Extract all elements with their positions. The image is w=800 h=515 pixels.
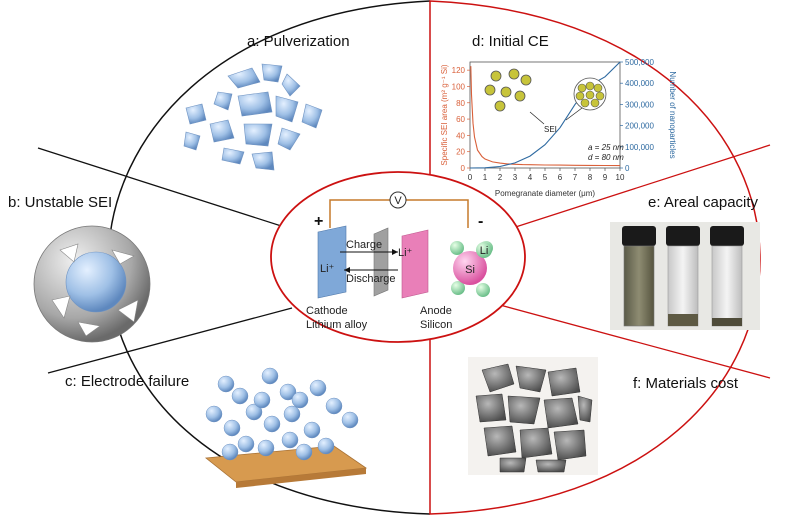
charge-label: Charge xyxy=(346,239,382,251)
panel-b-label: b: Unstable SEI xyxy=(8,194,112,211)
chart-y2-axis-label: Number of nanoparticles xyxy=(668,71,677,158)
si-atom-icon xyxy=(453,251,487,285)
plus-sign: + xyxy=(314,213,323,230)
chart-x-tick-label: 0 xyxy=(468,173,473,182)
chart-y-tick-label: 100 xyxy=(452,82,466,91)
minus-sign: - xyxy=(478,213,483,230)
chart-y-tick-label: 60 xyxy=(456,115,465,124)
materials-cost-photo xyxy=(468,357,598,475)
chart-y2-tick-label: 200,000 xyxy=(625,122,654,131)
chart-y-tick-label: 20 xyxy=(456,148,465,157)
divider-b-c xyxy=(47,307,293,374)
voltmeter-label: V xyxy=(394,195,402,207)
chart-x-tick-label: 1 xyxy=(483,173,488,182)
chart-x-tick-label: 9 xyxy=(603,173,608,182)
unstable-sei-particle-illustration xyxy=(33,225,151,343)
chart-y2-tick-label: 0 xyxy=(625,164,630,173)
chart-y-axis-label: Specific SEI area (m² g⁻¹ Si) xyxy=(440,64,449,165)
panel-a-label: a: Pulverization xyxy=(247,33,350,50)
chart-y2-tick-label: 300,000 xyxy=(625,100,654,109)
chart-annotation-d: d = 80 nm xyxy=(588,153,624,162)
chart-x-tick-label: 8 xyxy=(588,173,593,182)
battery-schematic: V + - Charge Discharge Li⁺ Li⁺ Cathode L… xyxy=(306,191,493,331)
chart-y2-tick-label: 100,000 xyxy=(625,143,654,152)
divider-d-e xyxy=(499,144,771,233)
chart-inset-particles xyxy=(484,68,607,125)
electrode-failure-illustration xyxy=(204,367,368,488)
chart-x-axis-label: Pomegranate diameter (μm) xyxy=(495,189,596,198)
li-label: Li xyxy=(480,245,489,257)
chart-y-tick-label: 120 xyxy=(452,66,466,75)
chart-y-tick-label: 40 xyxy=(456,131,465,140)
discharge-label: Discharge xyxy=(346,273,396,285)
anode-label: Anode xyxy=(420,305,452,317)
panel-f-label: f: Materials cost xyxy=(633,375,739,392)
divider-a-b xyxy=(37,147,301,233)
areal-capacity-photo xyxy=(610,222,760,330)
cathode-label: Cathode xyxy=(306,305,348,317)
li-atom-icon xyxy=(476,242,492,258)
li-ion-left: Li⁺ xyxy=(320,263,335,275)
chart-x-tick-label: 4 xyxy=(528,173,533,182)
panel-d-label: d: Initial CE xyxy=(472,33,549,50)
battery-ellipse xyxy=(270,171,526,343)
chart-y-tick-label: 0 xyxy=(461,164,466,173)
chart-x-tick-label: 6 xyxy=(558,173,563,182)
li-ion-right: Li⁺ xyxy=(398,247,413,259)
panel-c-label: c: Electrode failure xyxy=(65,373,189,390)
divider-e-f xyxy=(499,304,771,379)
chart-annotation-a: a = 25 nm xyxy=(588,143,624,152)
chart-y-tick-label: 80 xyxy=(456,99,465,108)
anode-sublabel: Silicon xyxy=(420,319,452,331)
panel-e-label: e: Areal capacity xyxy=(648,194,759,211)
chart-series-sei-area-line xyxy=(470,66,621,167)
chart-y2-tick-label: 500,000 xyxy=(625,58,654,67)
chart-x-tick-label: 10 xyxy=(616,173,625,182)
si-label: Si xyxy=(465,264,475,276)
chart-annotation-sei: SEI xyxy=(544,125,557,134)
chart-x-tick-label: 3 xyxy=(513,173,518,182)
pulverized-particle-illustration xyxy=(183,63,323,171)
chart-x-tick-label: 2 xyxy=(498,173,503,182)
voltmeter-icon xyxy=(389,191,407,209)
chart-x-tick-label: 5 xyxy=(543,173,548,182)
cathode-sublabel: Lithium alloy xyxy=(306,319,368,331)
chart-y2-tick-label: 400,000 xyxy=(625,79,654,88)
chart-x-tick-label: 7 xyxy=(573,173,578,182)
